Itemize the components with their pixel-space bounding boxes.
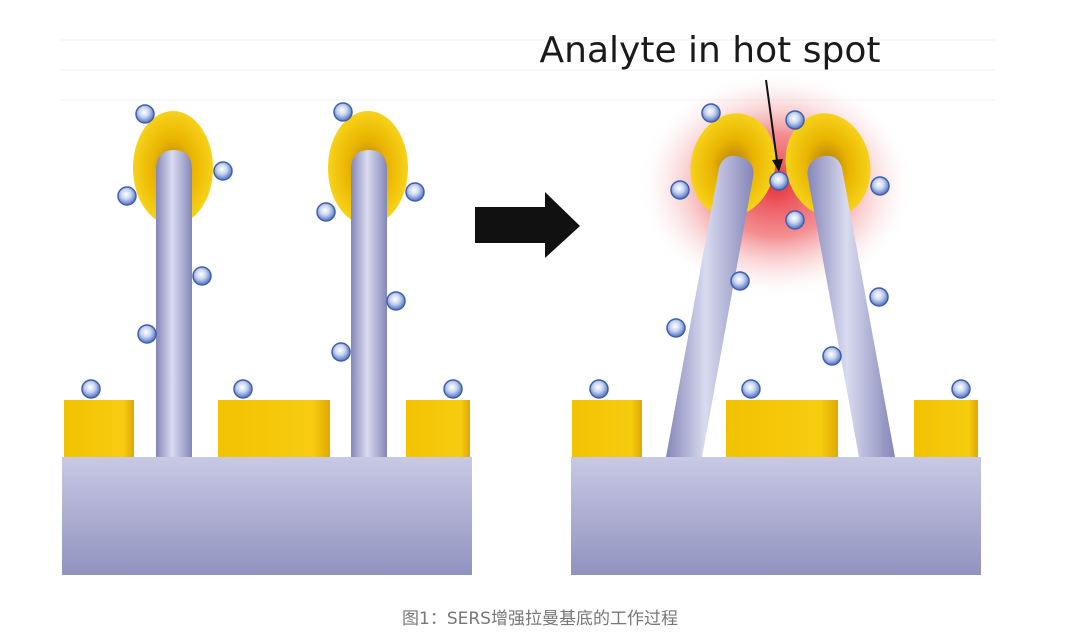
gold-pad-left-2 [218, 400, 330, 457]
analyte-molecule [443, 379, 463, 399]
hot-spot-annotation: Analyte in hot spot [539, 30, 881, 71]
analyte-molecule [870, 176, 890, 196]
analyte-molecule [589, 379, 609, 399]
analyte-molecule [869, 287, 889, 307]
analyte-molecule [333, 102, 353, 122]
analyte-molecule [81, 379, 101, 399]
pillar-right-2 [807, 155, 895, 458]
analytes-left [81, 102, 463, 399]
analyte-molecule [386, 291, 406, 311]
left-panel [62, 102, 472, 575]
analyte-molecule [117, 186, 137, 206]
right-panel [571, 70, 981, 575]
analyte-molecule [213, 161, 233, 181]
gold-pad-right-1 [572, 400, 642, 457]
gold-pad-right-2 [726, 400, 838, 457]
analyte-molecule [233, 379, 253, 399]
pillar-right-1 [666, 155, 754, 458]
annotation-pointer-head [772, 159, 783, 172]
annotation-pointer [765, 79, 779, 169]
analyte-molecule [316, 202, 336, 222]
substrate-left [62, 457, 472, 575]
analyte-molecule [730, 271, 750, 291]
gold-pad-left-1 [64, 400, 134, 457]
analyte-molecule [670, 180, 690, 200]
substrate-right [571, 457, 981, 575]
gold-pad-right-3 [914, 400, 978, 457]
analyte-in-hot-spot [769, 171, 789, 191]
analyte-molecule [785, 110, 805, 130]
pillar-left-1 [156, 150, 192, 457]
analytes-right [589, 103, 971, 399]
analyte-molecule [785, 210, 805, 230]
process-arrow [475, 192, 580, 258]
analyte-molecule [135, 104, 155, 124]
analyte-molecule [666, 318, 686, 338]
analyte-molecule [822, 346, 842, 366]
gold-pad-left-3 [406, 400, 470, 457]
pillar-left-2 [351, 150, 387, 457]
analyte-molecule [951, 379, 971, 399]
analyte-molecule [192, 266, 212, 286]
figure-caption: 图1：SERS增强拉曼基底的工作过程 [402, 609, 678, 629]
analyte-molecule [405, 182, 425, 202]
analyte-molecule [137, 324, 157, 344]
analyte-molecule [701, 103, 721, 123]
analyte-molecule [331, 342, 351, 362]
analyte-molecule [741, 379, 761, 399]
